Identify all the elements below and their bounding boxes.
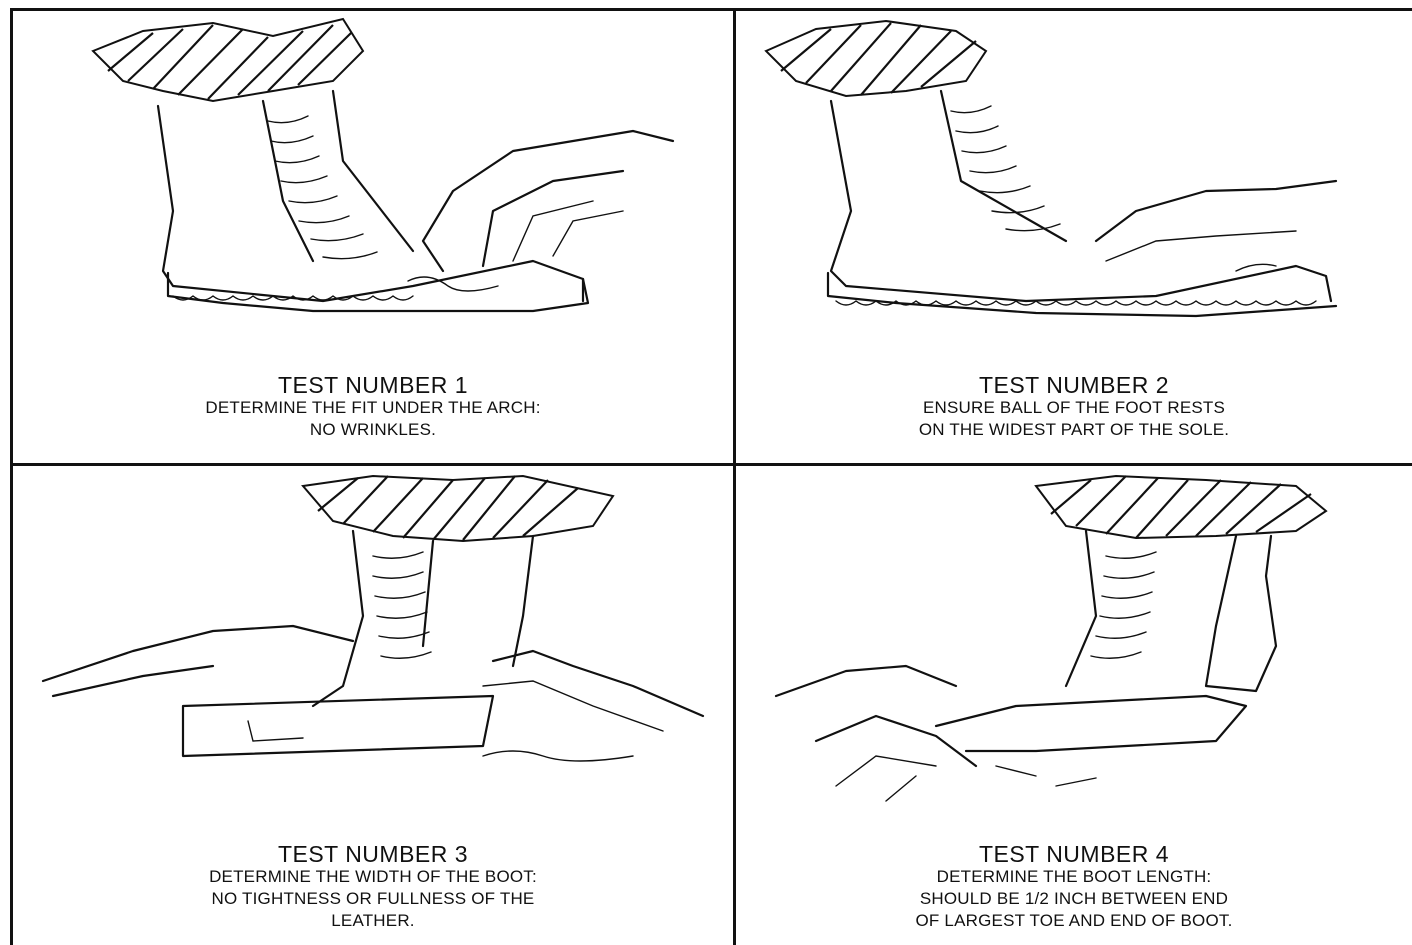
- caption-test-4: TEST NUMBER 4 DETERMINE THE BOOT LENGTH:…: [736, 842, 1412, 932]
- test-2-title: TEST NUMBER 2: [736, 373, 1412, 397]
- test-4-text: DETERMINE THE BOOT LENGTH: SHOULD BE 1/2…: [736, 866, 1412, 932]
- caption-test-3: TEST NUMBER 3 DETERMINE THE WIDTH OF THE…: [13, 842, 733, 932]
- test-3-title: TEST NUMBER 3: [13, 842, 733, 866]
- test-1-title: TEST NUMBER 1: [13, 373, 733, 397]
- caption-test-2: TEST NUMBER 2 ENSURE BALL OF THE FOOT RE…: [736, 373, 1412, 441]
- panel-test-3: TEST NUMBER 3 DETERMINE THE WIDTH OF THE…: [13, 466, 733, 945]
- test-1-text: DETERMINE THE FIT UNDER THE ARCH: NO WRI…: [13, 397, 733, 441]
- caption-test-1: TEST NUMBER 1 DETERMINE THE FIT UNDER TH…: [13, 373, 733, 441]
- test-3-text: DETERMINE THE WIDTH OF THE BOOT: NO TIGH…: [13, 866, 733, 932]
- panel-test-1: TEST NUMBER 1 DETERMINE THE FIT UNDER TH…: [13, 11, 733, 463]
- test-2-text: ENSURE BALL OF THE FOOT RESTS ON THE WID…: [736, 397, 1412, 441]
- test-4-title: TEST NUMBER 4: [736, 842, 1412, 866]
- panel-test-2: TEST NUMBER 2 ENSURE BALL OF THE FOOT RE…: [736, 11, 1412, 463]
- panel-test-4: TEST NUMBER 4 DETERMINE THE BOOT LENGTH:…: [736, 466, 1412, 945]
